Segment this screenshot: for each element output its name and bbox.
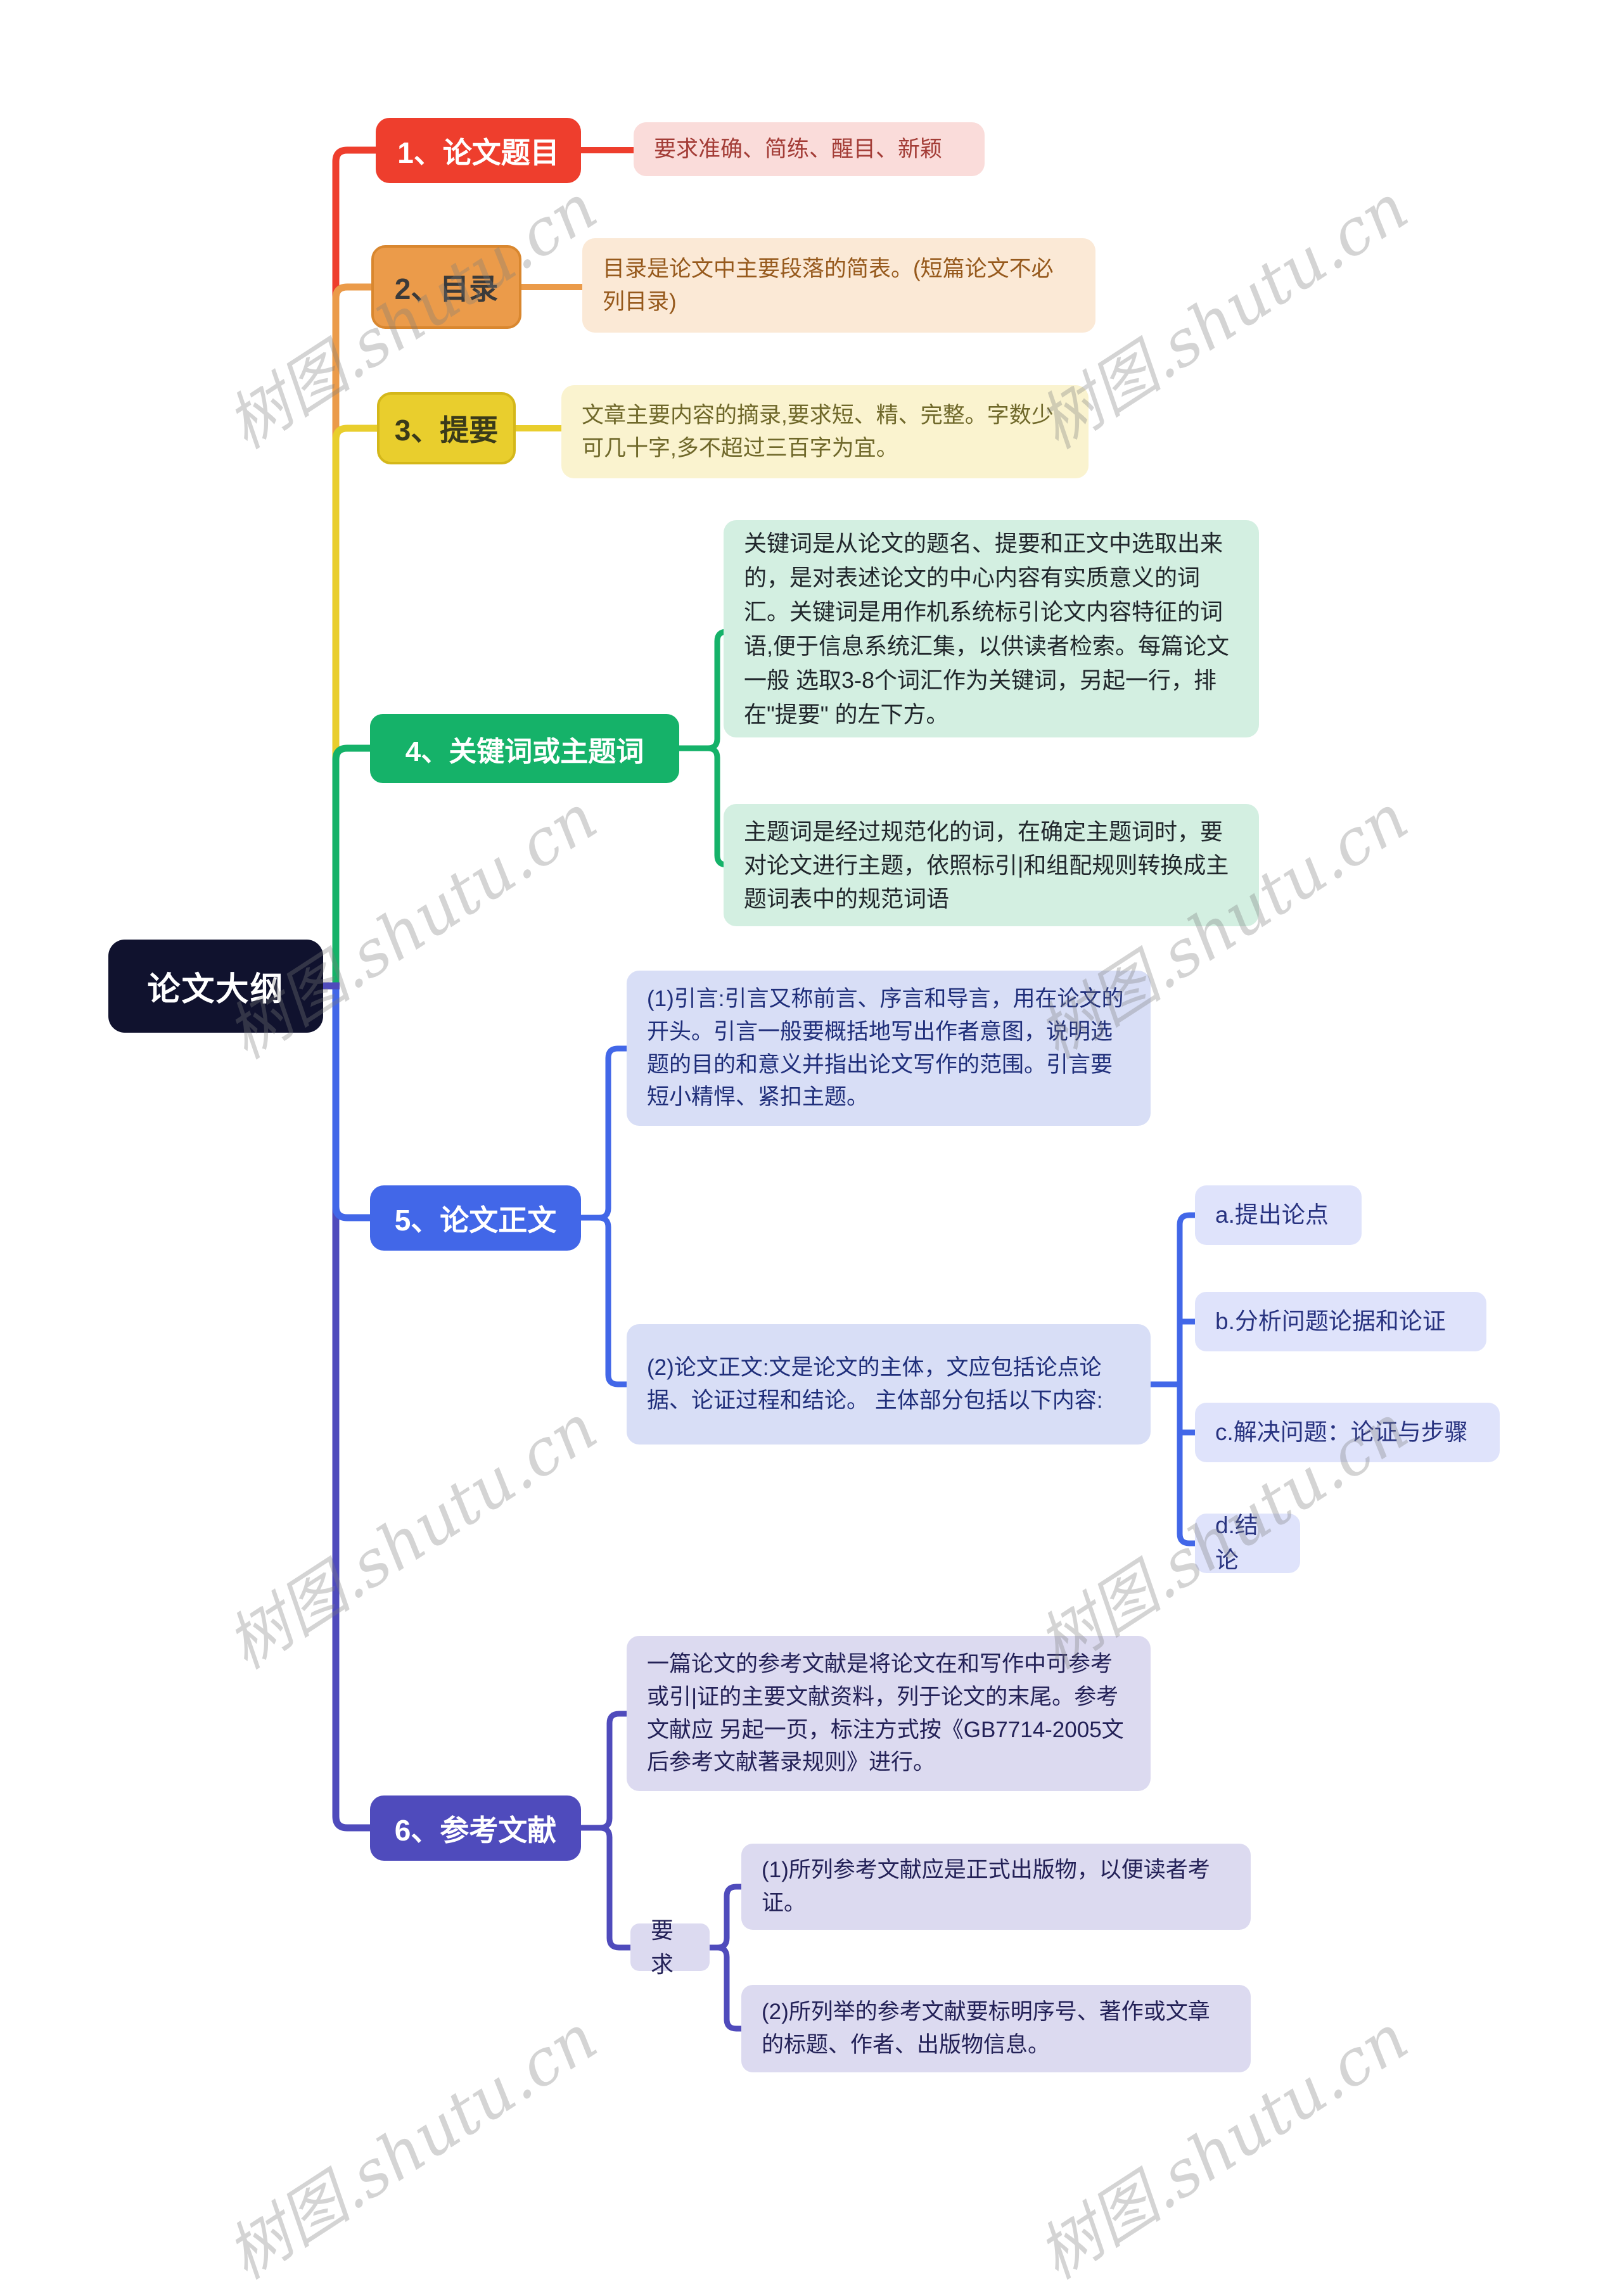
leaf-node-d[interactable]: d.结论	[1195, 1512, 1300, 1573]
leaf-node-a[interactable]: a.提出论点	[1195, 1185, 1362, 1245]
note-title-requirements[interactable]: 要求准确、简练、醒目、新颖	[634, 122, 985, 176]
branch-label: 4、关键词或主题词	[405, 736, 644, 767]
branch-line-6	[332, 986, 375, 1832]
note-subject-terms-description[interactable]: 主题词是经过规范化的词，在确定主题词时，要对论文进行主题，依照标引|和组配规则转…	[724, 804, 1259, 926]
branch-line-5	[332, 986, 375, 1221]
subtree-rail	[1177, 1212, 1201, 1547]
branch-label: 5、论文正文	[394, 1203, 557, 1237]
branch-node-keywords[interactable]: 4、关键词或主题词	[370, 714, 679, 783]
branch-label: 3、提要	[394, 414, 499, 447]
requirement-item-1[interactable]: (1)所列参考文献应是正式出版物，以便读者考证。	[741, 1844, 1251, 1930]
connector-lines	[320, 146, 1201, 2032]
branch-node-references[interactable]: 6、参考文献	[370, 1795, 581, 1861]
leaf-label: a.提出论点	[1215, 1201, 1329, 1228]
ref-fork-down	[580, 1825, 637, 1951]
requirement-item-2[interactable]: (2)所列举的参考文献要标明序号、著作或文章的标题、作者、出版物信息。	[741, 1985, 1251, 2072]
note-text: 一篇论文的参考文献是将论文在和写作中可参考或引|证的主要文献资料，列于论文的末尾…	[647, 1651, 1124, 1775]
req-fork-down	[708, 1944, 748, 2032]
note-text: (1)所列参考文献应是正式出版物，以便读者考证。	[762, 1858, 1210, 1915]
note-text: 关键词是从论文的题名、提要和正文中选取出来的，是对表述论文的中心内容有实质意义的…	[744, 530, 1230, 727]
branch-line-2	[332, 283, 376, 986]
body-fork-up	[580, 1045, 634, 1221]
note-text: (1)引言:引言又称前言、序言和导言，用在论文的开头。引言一般要概括地写出作者意…	[647, 986, 1124, 1110]
ref-fork-up	[580, 1711, 634, 1831]
note-text: 目录是论文中主要段落的简表。(短篇论文不必列目录)	[603, 256, 1054, 314]
mindmap-canvas: 论文大纲 1、论文题目 2、目录 3、提要 4、关键词或主题词 5、论文正文 6…	[108, 118, 1500, 2293]
note-abstract-description[interactable]: 文章主要内容的摘录,要求短、精、完整。字数少可几十字,多不超过三百字为宜。	[561, 385, 1089, 478]
note-text: (2)论文正文:文是论文的主体，文应包括论点论据、论证过程和结论。 主体部分包括…	[647, 1355, 1103, 1413]
keyword-fork-down	[678, 745, 735, 868]
note-introduction[interactable]: (1)引言:引言又称前言、序言和导言，用在论文的开头。引言一般要概括地写出作者意…	[627, 971, 1151, 1126]
branch-line-4	[332, 744, 375, 986]
requirement-label: 要求	[651, 1917, 674, 1977]
branch-label: 1、论文题目	[397, 136, 559, 169]
note-keywords-description[interactable]: 关键词是从论文的题名、提要和正文中选取出来的，是对表述论文的中心内容有实质意义的…	[724, 520, 1259, 737]
branch-node-title[interactable]: 1、论文题目	[376, 118, 581, 183]
leaf-node-c[interactable]: c.解决问题：论证与步骤	[1195, 1403, 1500, 1462]
root-label: 论文大纲	[147, 971, 284, 1008]
branch-label: 6、参考文献	[394, 1813, 557, 1847]
branch-line-3	[332, 424, 380, 986]
leaf-node-b[interactable]: b.分析问题论据和论证	[1195, 1292, 1486, 1351]
note-text: 主题词是经过规范化的词，在确定主题词时，要对论文进行主题，依照标引|和组配规则转…	[744, 818, 1229, 912]
note-text: 要求准确、简练、醒目、新颖	[654, 136, 943, 162]
requirement-node[interactable]: 要求	[630, 1917, 710, 1977]
note-text: (2)所列举的参考文献要标明序号、著作或文章的标题、作者、出版物信息。	[762, 1999, 1210, 2057]
note-text: 文章主要内容的摘录,要求短、精、完整。字数少可几十字,多不超过三百字为宜。	[582, 402, 1054, 461]
note-main-body[interactable]: (2)论文正文:文是论文的主体，文应包括论点论据、论证过程和结论。 主体部分包括…	[627, 1324, 1151, 1445]
leaf-label: c.解决问题：论证与步骤	[1215, 1419, 1468, 1445]
branch-node-toc[interactable]: 2、目录	[371, 245, 521, 329]
note-references-description[interactable]: 一篇论文的参考文献是将论文在和写作中可参考或引|证的主要文献资料，列于论文的末尾…	[627, 1636, 1151, 1791]
branch-label: 2、目录	[394, 272, 499, 305]
note-toc-description[interactable]: 目录是论文中主要段落的简表。(短篇论文不必列目录)	[582, 238, 1095, 333]
leaf-label: b.分析问题论据和论证	[1215, 1308, 1446, 1334]
branch-node-body[interactable]: 5、论文正文	[370, 1185, 581, 1251]
leaf-label: d.结论	[1215, 1512, 1258, 1573]
body-fork-down	[580, 1215, 634, 1387]
branch-line-1	[332, 146, 380, 986]
branch-node-abstract[interactable]: 3、提要	[377, 392, 516, 464]
root-node[interactable]: 论文大纲	[108, 940, 323, 1033]
